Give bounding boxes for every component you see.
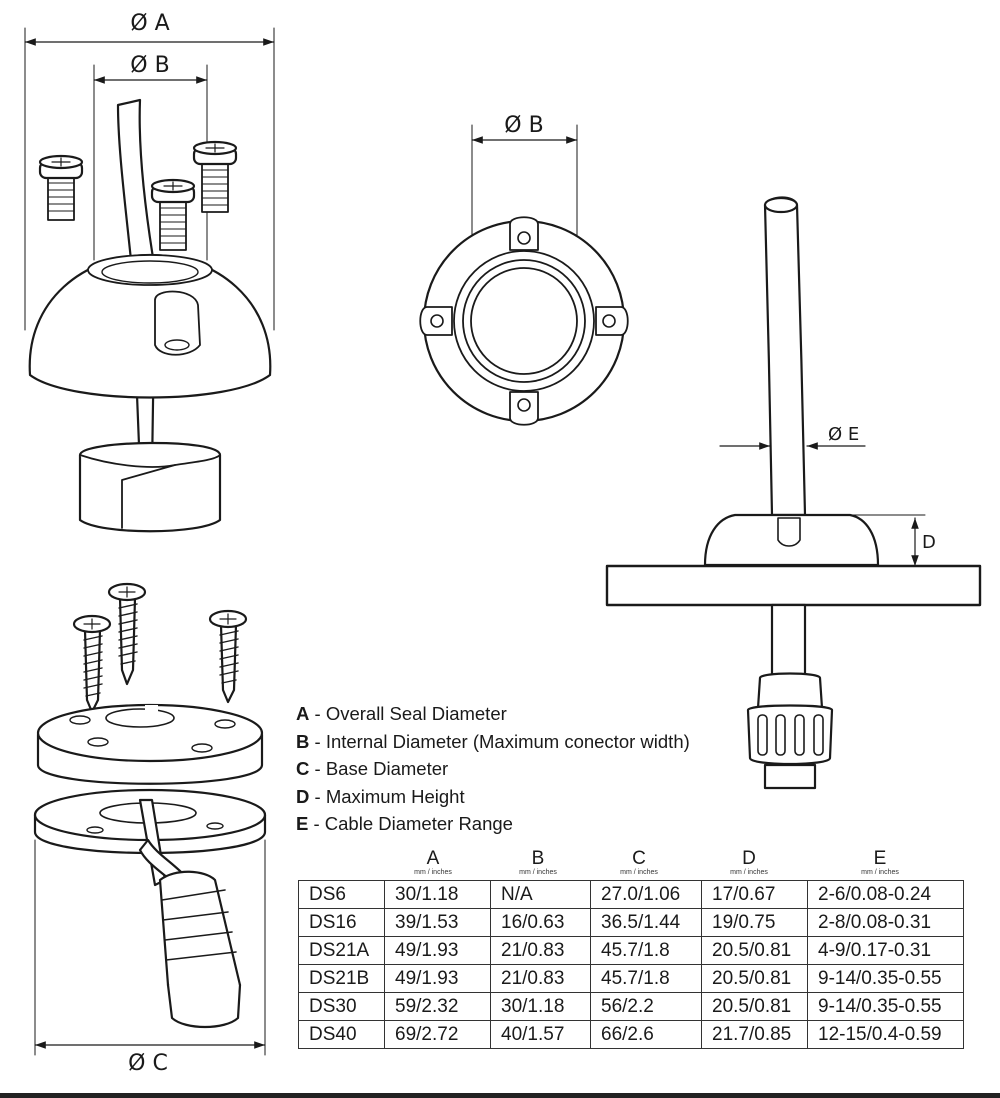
table-cell: 20.5/0.81	[701, 992, 808, 1021]
dim-label-b-top: Ø B	[504, 113, 543, 138]
legend: A - Overall Seal Diameter B - Internal D…	[296, 700, 690, 838]
legend-item: B - Internal Diameter (Maximum conector …	[296, 730, 690, 752]
table-cell: 27.0/1.06	[590, 880, 702, 909]
table-cell: 19/0.75	[701, 908, 808, 937]
connector	[158, 870, 242, 1028]
legend-item: A - Overall Seal Diameter	[296, 703, 507, 724]
dim-label-b: Ø B	[130, 53, 169, 78]
side-view	[605, 196, 982, 790]
table-cell: 49/1.93	[384, 964, 491, 993]
table-cell: 49/1.93	[384, 936, 491, 965]
exploded-view	[24, 27, 275, 1056]
table-cell: 12-15/0.4-0.59	[807, 1020, 964, 1049]
table-cell: 21.7/0.85	[701, 1020, 808, 1049]
seal-dome	[28, 253, 272, 399]
top-view	[419, 124, 629, 426]
table-cell: 20.5/0.81	[701, 964, 808, 993]
dim-label-a: Ø A	[130, 11, 169, 36]
table-cell: 4-9/0.17-0.31	[807, 936, 964, 965]
bolt-icon	[192, 140, 238, 213]
table-cell: 39/1.53	[384, 908, 491, 937]
table-cell: N/A	[490, 880, 591, 909]
table-cell: DS30	[298, 992, 385, 1021]
table-cell: DS40	[298, 1020, 385, 1049]
table-cell: 21/0.83	[490, 936, 591, 965]
table-cell: DS16	[298, 908, 385, 937]
table-cell: 69/2.72	[384, 1020, 491, 1049]
table-cell: 9-14/0.35-0.55	[807, 992, 964, 1021]
screw-icon	[208, 609, 248, 704]
table-cell: 40/1.57	[490, 1020, 591, 1049]
bottom-rule	[0, 1093, 1000, 1098]
table-cell: 45.7/1.8	[590, 964, 702, 993]
dim-label-c: Ø C	[128, 1051, 168, 1076]
bolt-icon	[150, 178, 196, 251]
table-cell: 20.5/0.81	[701, 936, 808, 965]
screw-icon	[107, 582, 147, 686]
bolt-icon	[38, 154, 84, 221]
table-cell: 21/0.83	[490, 964, 591, 993]
legend-item: D - Maximum Height	[296, 785, 465, 807]
legend-item: C - Base Diameter	[296, 758, 449, 779]
table-cell: 45.7/1.8	[590, 936, 702, 965]
table-cell: 2-8/0.08-0.31	[807, 908, 964, 937]
connector	[746, 672, 834, 790]
table-cell: DS21B	[298, 964, 385, 993]
table-cell: 36.5/1.44	[590, 908, 702, 937]
table-cell: 17/0.67	[701, 880, 808, 909]
table-cell: 30/1.18	[384, 880, 491, 909]
table-cell: 30/1.18	[490, 992, 591, 1021]
table-cell: 9-14/0.35-0.55	[807, 964, 964, 993]
table-cell: 59/2.32	[384, 992, 491, 1021]
table-cell: 56/2.2	[590, 992, 702, 1021]
table-cell: 66/2.6	[590, 1020, 702, 1049]
dim-label-d: D	[922, 532, 936, 553]
table-cell: DS21A	[298, 936, 385, 965]
dim-label-e: Ø E	[828, 424, 859, 445]
table-cell: 2-6/0.08-0.24	[807, 880, 964, 909]
table-cell: 16/0.63	[490, 908, 591, 937]
screw-icon	[72, 614, 112, 714]
legend-item: E - Cable Diameter Range	[296, 813, 513, 834]
table-cell: DS6	[298, 880, 385, 909]
